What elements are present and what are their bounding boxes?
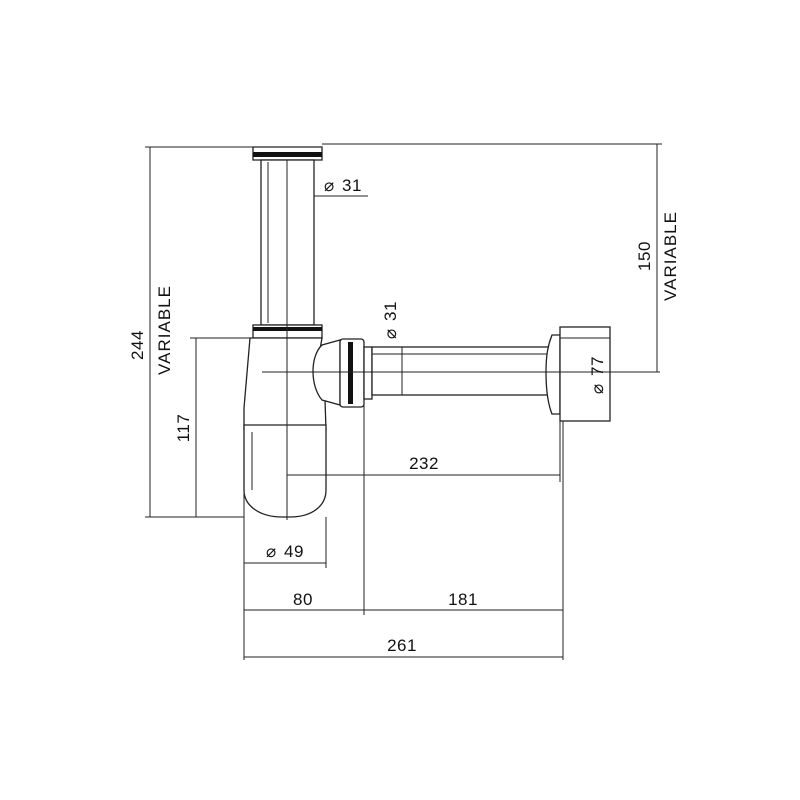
total-width-value: 261 xyxy=(387,636,417,655)
bottle-cup xyxy=(243,424,327,518)
total-height-note: VARIABLE xyxy=(155,285,174,375)
bottle-width-value: 80 xyxy=(293,590,313,609)
outlet-length-value: 181 xyxy=(448,590,478,609)
diameter-symbol: ⌀ xyxy=(266,542,277,561)
total-height-value: 244 xyxy=(128,330,147,360)
top-cap xyxy=(252,146,323,161)
bottle-height-value: 117 xyxy=(174,414,193,443)
outlet-pipe-diameter-label: ⌀ 31 xyxy=(381,301,400,339)
bottle-diameter-value: 49 xyxy=(284,542,304,561)
dimension-labels: 244 VARIABLE 117 150 VARIABLE ⌀ 31 ⌀ 31 … xyxy=(128,176,680,655)
tailpiece-diameter-label: ⌀ 31 xyxy=(324,176,362,195)
outlet-height-value: 150 xyxy=(635,241,654,271)
diameter-symbol: ⌀ xyxy=(588,383,607,394)
outlet-pipe-diameter-value: 31 xyxy=(381,301,400,321)
dimension-lines xyxy=(145,143,662,660)
wall-flange-diameter-label: ⌀ 77 xyxy=(588,356,607,394)
wall-flange-diameter-value: 77 xyxy=(588,356,607,376)
outlet-pipe xyxy=(371,346,553,396)
diameter-symbol: ⌀ xyxy=(381,328,400,339)
outlet-height-note: VARIABLE xyxy=(661,211,680,301)
bottle-trap-part xyxy=(243,146,660,520)
wall-flange xyxy=(545,326,611,422)
outlet-nut xyxy=(339,338,373,408)
tailpiece-diameter-value: 31 xyxy=(342,176,362,195)
diameter-symbol: ⌀ xyxy=(324,176,335,195)
bottle-diameter-label: ⌀ 49 xyxy=(266,542,304,561)
axis-to-flange-value: 232 xyxy=(409,454,439,473)
